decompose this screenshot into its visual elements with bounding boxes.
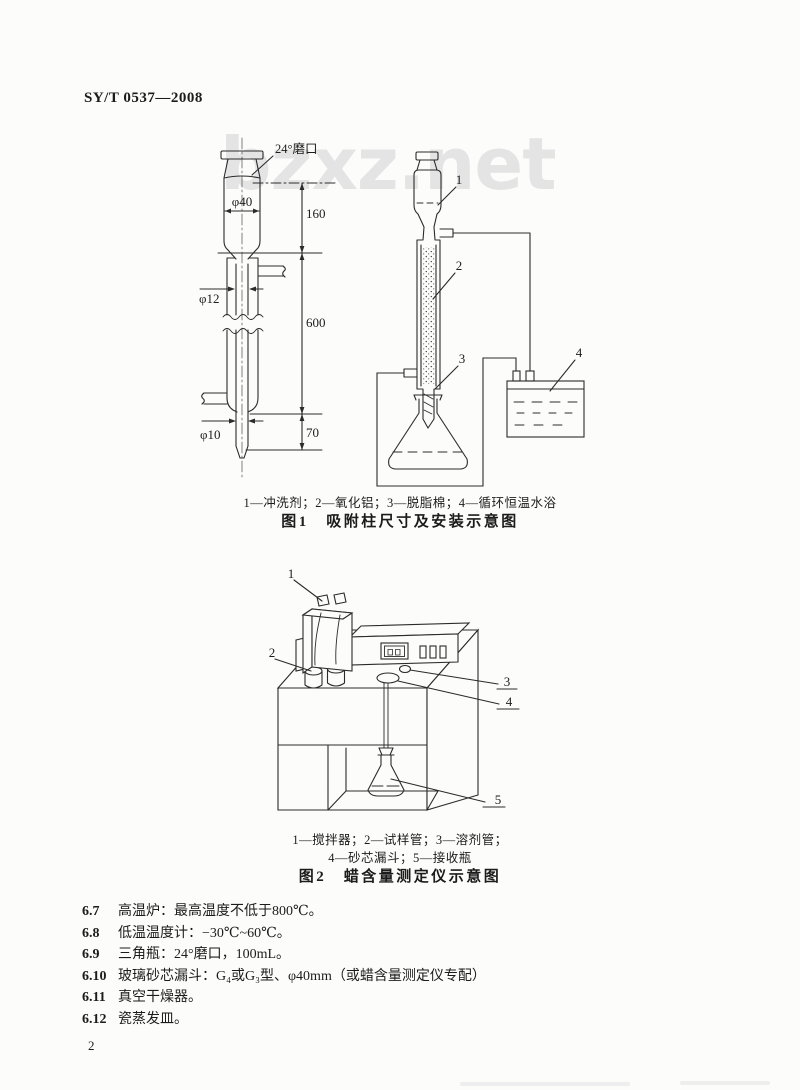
fig1-h-tip: 70: [306, 425, 319, 440]
fig2-part-1: 1: [288, 566, 295, 581]
fig2-part-3: 3: [504, 674, 511, 689]
fig1-mouth-label: 24°磨口: [275, 142, 318, 156]
spec-text: 高温炉：最高温度不低于800℃。: [118, 904, 323, 919]
spec-text: 真空干燥器。: [118, 990, 202, 1006]
figure1-legend: 1—冲洗剂；2—氧化铝；3—脱脂棉；4—循环恒温水浴: [243, 496, 557, 510]
fig1-part-4: 4: [576, 345, 583, 360]
watermark: bzxz.net: [220, 122, 557, 206]
fig1-part-2: 2: [456, 258, 463, 273]
fig1-dia-mid: φ12: [199, 291, 220, 306]
fig1-part-3: 3: [459, 351, 466, 366]
spec-item-6-11: 6.11 真空干燥器。: [82, 987, 742, 1009]
fig2-part-5: 5: [495, 792, 502, 807]
spec-item-6-7: 6.7 高温炉：最高温度不低于800℃。: [82, 901, 742, 923]
fig1-h-top: 160: [306, 206, 326, 221]
spec-number: 6.10: [82, 968, 107, 984]
figure2-title: 图2 蜡含量测定仪示意图: [298, 869, 502, 885]
spec-item-6-10: 6.10 玻璃砂芯漏斗：G₄或G₃型、φ40mm（或蜡含量测定仪专配）: [82, 966, 742, 988]
spec-text: 玻璃砂芯漏斗：G₄或G₃型、φ40mm（或蜡含量测定仪专配）: [118, 968, 486, 984]
scan-artifact: [680, 1081, 770, 1085]
fig1-dia-tip: φ10: [200, 427, 221, 442]
spec-text: 低温温度计：−30℃~60℃。: [118, 925, 291, 941]
scan-artifact: [460, 1082, 630, 1086]
spec-number: 6.8: [82, 925, 100, 941]
fig1-h-mid: 600: [306, 315, 326, 330]
figure2-diagram: 1 2 3 4 5: [269, 566, 520, 811]
spec-item-6-12: 6.12 瓷蒸发皿。: [82, 1009, 742, 1031]
deck-ports-funnel-flask: [274, 579, 520, 808]
spec-number: 6.7: [82, 904, 100, 919]
fig2-part-2: 2: [269, 645, 276, 660]
figure1-title: 图1 吸附柱尺寸及安装示意图: [281, 514, 519, 530]
spec-text: 瓷蒸发皿。: [118, 1011, 188, 1027]
fig1-dia-top: φ40: [232, 194, 253, 209]
equipment-spec-list: 6.7 高温炉：最高温度不低于800℃。 6.8 低温温度计：−30℃~60℃。…: [82, 901, 742, 1031]
fig2-part-4: 4: [506, 694, 513, 709]
fig1-part-1: 1: [456, 172, 463, 187]
spec-number: 6.11: [82, 990, 106, 1006]
standard-number-header: SY/T 0537—2008: [84, 90, 203, 106]
figure2-legend-line2: 4—砂芯漏斗；5—接收瓶: [328, 851, 472, 865]
spec-item-6-9: 6.9 三角瓶：24°磨口，100mL。: [82, 944, 742, 966]
stirrer-and-sample-tubes: [295, 592, 354, 689]
spec-number: 6.9: [82, 947, 100, 963]
figure2-legend-line1: 1—搅拌器；2—试样管；3—溶剂管；: [292, 833, 508, 847]
page-number: 2: [88, 1038, 95, 1053]
spec-text: 三角瓶：24°磨口，100mL。: [118, 947, 291, 963]
figure1-diagram: 24°磨口 φ40 160 φ12 600 φ10 70 1 2 3 4: [199, 137, 585, 487]
spec-item-6-8: 6.8 低温温度计：−30℃~60℃。: [82, 923, 742, 945]
spec-number: 6.12: [82, 1011, 107, 1027]
installation-schematic: [376, 151, 585, 487]
adsorption-column-dimension-drawing: [199, 137, 337, 479]
